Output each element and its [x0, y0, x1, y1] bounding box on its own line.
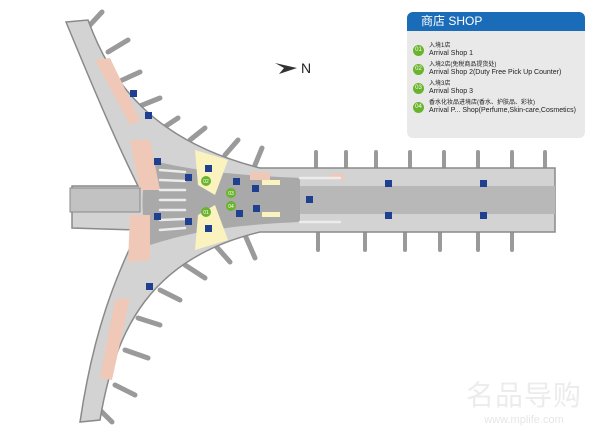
north-arrow-icon	[275, 63, 297, 74]
legend-title: 商店 SHOP	[407, 12, 585, 31]
shop-marker-01[interactable]: 01	[201, 207, 211, 217]
svg-text:01: 01	[203, 210, 209, 216]
legend-en: Arrival P... Shop(Perfume,Skin-care,Cosm…	[429, 107, 576, 114]
north-compass: N	[275, 60, 311, 76]
legend-item: 02 入境2店(免税商品提货处)Arrival Shop 2(Duty Free…	[413, 62, 585, 77]
seating-rows	[158, 168, 342, 232]
watermark-title: 名品导购	[466, 380, 583, 411]
legend-cn: 入境2店(免税商品提货处)	[429, 62, 497, 68]
shop-marker-04[interactable]: 04	[226, 201, 236, 211]
shop-badge: 04	[413, 102, 424, 113]
legend-cn: 香水化妆品进境店(香水、护肤品、彩妆)	[429, 100, 535, 106]
legend-en: Arrival Shop 1	[429, 50, 473, 57]
shop-marker-03[interactable]: 03	[226, 188, 236, 198]
shop-marker-02[interactable]: 02	[201, 176, 211, 186]
shop-badge: 02	[413, 64, 424, 75]
toilet-icons	[130, 90, 487, 290]
svg-text:04: 04	[228, 204, 234, 210]
lower-gates	[97, 232, 258, 425]
entrance-stub	[69, 187, 141, 213]
legend-cn: 入境3店	[429, 81, 451, 87]
shop-badge: 03	[413, 83, 424, 94]
legend-en: Arrival Shop 3	[429, 88, 473, 95]
watermark-url: www.mplife.com	[484, 414, 564, 426]
north-label: N	[301, 60, 312, 76]
legend-item: 04 香水化妆品进境店(香水、护肤品、彩妆)Arrival P... Shop(…	[413, 100, 585, 115]
svg-text:03: 03	[228, 191, 234, 197]
corridor	[300, 186, 555, 214]
svg-text:02: 02	[203, 179, 209, 185]
watermark: 名品导购 www.mplife.com	[466, 374, 582, 426]
shop-badge: 01	[413, 45, 424, 56]
legend-en: Arrival Shop 2(Duty Free Pick Up Counter…	[429, 69, 562, 76]
legend-cn: 入境1店	[429, 43, 451, 49]
